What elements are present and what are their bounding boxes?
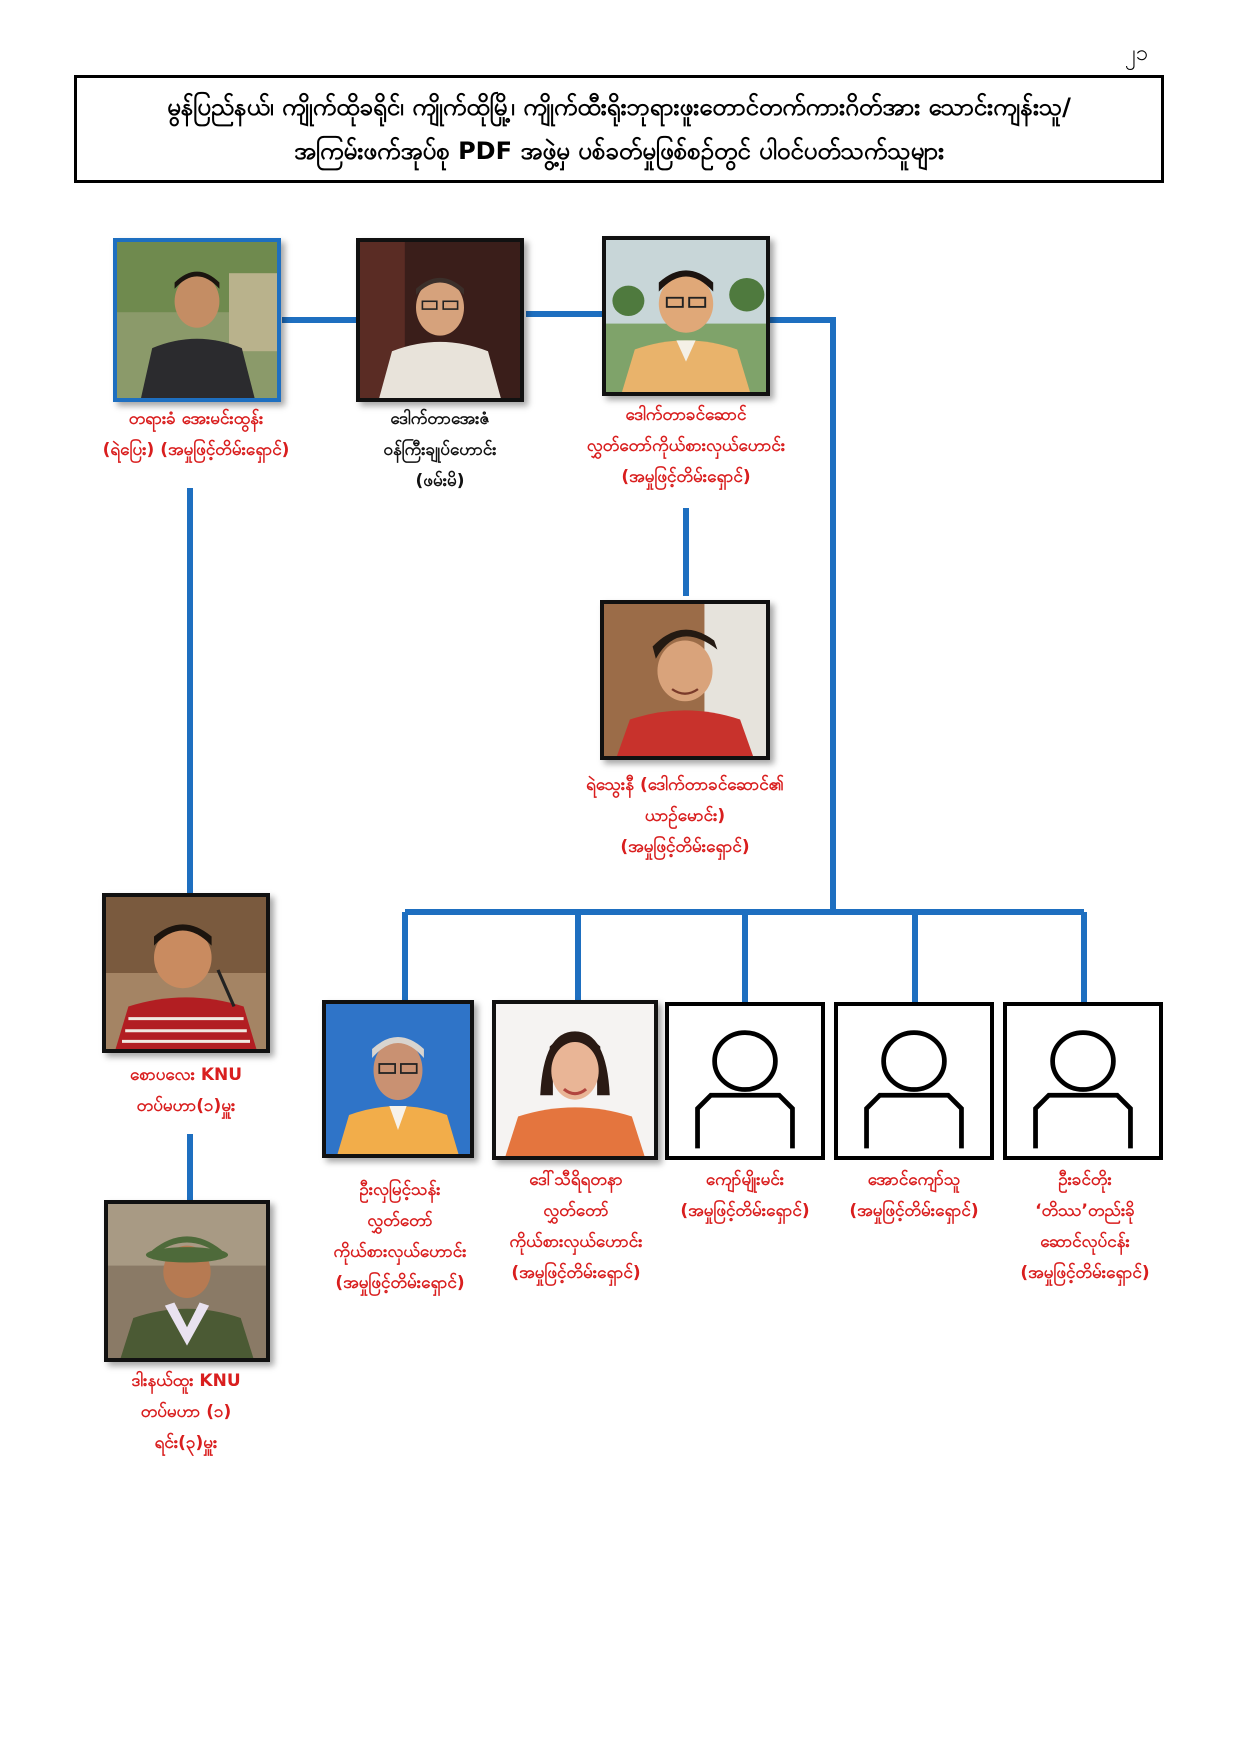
person-silhouette-icon — [1033, 1030, 1133, 1149]
label-person-9-line-2: (အမှုဖြင့်တိမ်းရှောင်) — [680, 1201, 810, 1221]
label-person-11-line-3: ဆောင်လုပ်ငန်း — [1040, 1232, 1130, 1252]
label-person-3-line-3: (အမှုဖြင့်တိမ်းရှောင်) — [621, 467, 751, 487]
label-person-5-line-2: တပ်မဟာ(၁)မှူး — [136, 1096, 236, 1116]
photo-person-3 — [602, 236, 770, 396]
label-person-11-line-2: ‘တိဿ’တည်းခို — [1035, 1201, 1135, 1221]
label-person-8-line-4: (အမှုဖြင့်တိမ်းရှောင်) — [511, 1263, 641, 1283]
photo-person-4 — [600, 600, 770, 760]
label-person-3-line-2: လွှတ်တော်ကိုယ်စားလှယ်ဟောင်း — [586, 436, 786, 456]
label-person-4-line-3: (အမှုဖြင့်တိမ်းရှောင်) — [620, 837, 750, 857]
title-line-2: အကြမ်းဖက်အုပ်စု PDF အဖွဲ့မှ ပစ်ခတ်မှုဖြစ… — [293, 137, 945, 165]
label-person-6: ဒါးနယ်ထူး KNU တပ်မဟာ (၁) ရင်း(၃)မှူး — [86, 1366, 286, 1459]
title-line-1: မွန်ပြည်နယ်၊ ကျိုက်ထိုခရိုင်၊ ကျိုက်ထိုမ… — [167, 93, 1071, 121]
label-person-1-line-1: တရားခံ အေးမင်းထွန်း — [128, 409, 264, 429]
label-person-5: စောပလေး KNU တပ်မဟာ(၁)မှူး — [86, 1060, 286, 1122]
photo-person-5 — [102, 893, 270, 1053]
photo-person-2 — [356, 238, 524, 402]
label-person-9: ကျော်မျိုးမင်း (အမှုဖြင့်တိမ်းရှောင်) — [645, 1165, 845, 1227]
page-number: ၂၁ — [1125, 41, 1149, 66]
label-person-11: ဦးခင်တိုး ‘တိဿ’တည်းခို ဆောင်လုပ်ငန်း (အမ… — [985, 1165, 1185, 1289]
person-silhouette-icon — [695, 1030, 795, 1149]
label-person-4: ရဲသွေးနီ (ဒေါက်တာခင်ဆောင်၏ ယာဉ်မောင်း) (… — [540, 770, 830, 863]
label-person-4-line-2: ယာဉ်မောင်း) — [644, 806, 726, 826]
label-person-1-line-2: (ရဲပြေး) (အမှုဖြင့်တိမ်းရှောင်) — [102, 440, 290, 460]
label-person-8: ဒေါ်သီရိရတနာ လွှတ်တော် ကိုယ်စားလှယ်ဟောင်… — [476, 1165, 676, 1289]
label-person-11-line-4: (အမှုဖြင့်တိမ်းရှောင်) — [1020, 1263, 1150, 1283]
label-person-10-line-2: (အမှုဖြင့်တိမ်းရှောင်) — [849, 1201, 979, 1221]
label-person-2-line-1: ဒေါက်တာအေးဇံ — [390, 409, 490, 429]
label-person-3: ဒေါက်တာခင်ဆောင် လွှတ်တော်ကိုယ်စားလှယ်ဟော… — [546, 400, 826, 493]
label-person-4-line-1: ရဲသွေးနီ (ဒေါက်တာခင်ဆောင်၏ — [586, 775, 784, 795]
label-person-7-line-1: ဦးလှမြင့်သန်း — [359, 1180, 441, 1200]
person-silhouette-icon — [864, 1030, 964, 1149]
label-person-7: ဦးလှမြင့်သန်း လွှတ်တော် ကိုယ်စားလှယ်ဟောင… — [300, 1175, 500, 1299]
connector-p3-group — [770, 317, 836, 912]
title-box: မွန်ပြည်နယ်၊ ကျိုက်ထိုခရိုင်၊ ကျိုက်ထိုမ… — [74, 75, 1164, 183]
label-person-6-line-3: ရင်း(၃)မှူး — [154, 1433, 218, 1453]
label-person-1: တရားခံ အေးမင်းထွန်း (ရဲပြေး) (အမှုဖြင့်တ… — [70, 404, 322, 466]
label-person-7-line-2: လွှတ်တော် — [367, 1211, 433, 1231]
label-person-8-line-2: လွှတ်တော် — [543, 1201, 609, 1221]
label-person-8-line-1: ဒေါ်သီရိရတနာ — [529, 1170, 623, 1190]
photo-person-7 — [322, 1000, 474, 1158]
photo-person-6 — [104, 1200, 270, 1362]
label-person-10: အောင်ကျော်သူ (အမှုဖြင့်တိမ်းရှောင်) — [814, 1165, 1014, 1227]
label-person-2-line-2: ဝန်ကြီးချုပ်ဟောင်း — [383, 440, 497, 460]
label-person-6-line-1: ဒါးနယ်ထူး KNU — [131, 1371, 241, 1391]
label-person-5-line-1: စောပလေး KNU — [129, 1065, 243, 1085]
label-person-3-line-1: ဒေါက်တာခင်ဆောင် — [625, 405, 747, 425]
label-person-2-line-3: (ဖမ်းမိ) — [415, 471, 465, 491]
label-person-8-line-3: ကိုယ်စားလှယ်ဟောင်း — [509, 1232, 643, 1252]
placeholder-person-9 — [665, 1002, 825, 1160]
placeholder-person-10 — [834, 1002, 994, 1160]
label-person-10-line-1: အောင်ကျော်သူ — [867, 1170, 961, 1190]
label-person-6-line-2: တပ်မဟာ (၁) — [140, 1402, 232, 1422]
label-person-7-line-4: (အမှုဖြင့်တိမ်းရှောင်) — [335, 1273, 465, 1293]
photo-person-1 — [113, 238, 281, 402]
label-person-11-line-1: ဦးခင်တိုး — [1058, 1170, 1112, 1190]
placeholder-person-11 — [1003, 1002, 1163, 1160]
photo-person-8 — [492, 1000, 658, 1160]
label-person-9-line-1: ကျော်မျိုးမင်း — [705, 1170, 785, 1190]
label-person-2: ဒေါက်တာအေးဇံ ဝန်ကြီးချုပ်ဟောင်း (ဖမ်းမိ) — [330, 404, 550, 497]
label-person-7-line-3: ကိုယ်စားလှယ်ဟောင်း — [333, 1242, 467, 1262]
